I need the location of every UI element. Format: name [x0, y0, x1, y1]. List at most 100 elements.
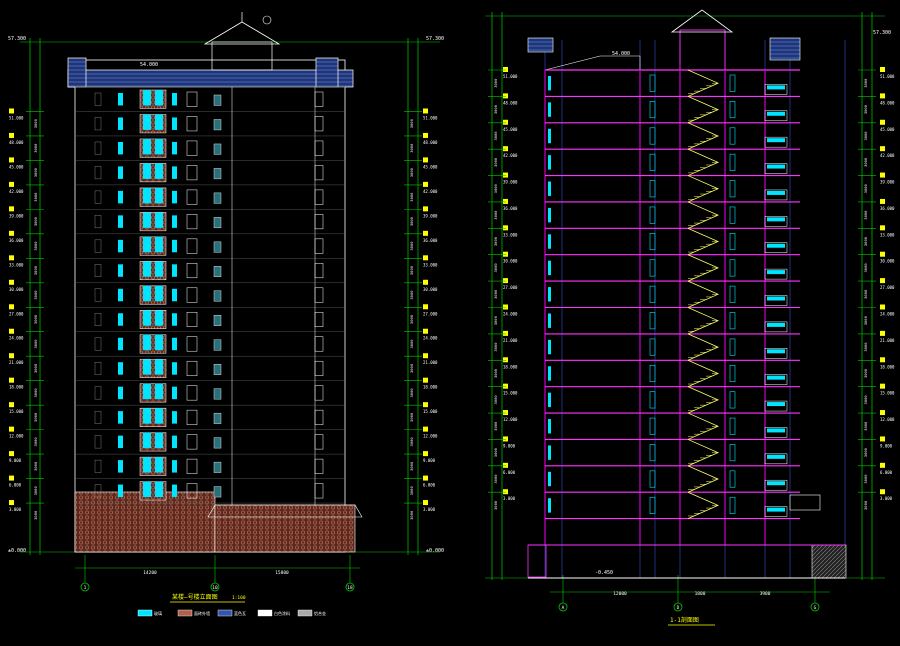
left-elev-tag-swatch-r	[423, 230, 428, 236]
left-floor-height-text: 3000	[33, 412, 38, 422]
right-penthouse-roof	[670, 9, 734, 33]
left-balcony-glass	[143, 261, 151, 277]
right-elev-tag-text-r: 24.000	[880, 312, 895, 317]
left-window-frame	[186, 140, 198, 156]
right-elev-tag-swatch-r	[880, 93, 885, 99]
left-balcony-glass	[143, 310, 151, 326]
right-elev-tag-text-r: 33.000	[880, 232, 895, 237]
right-floor-height-text-r: 3000	[863, 78, 868, 88]
left-podium-right	[214, 504, 356, 553]
right-elev-tag-text: 12.000	[503, 417, 518, 422]
left-balcony-glass	[155, 408, 163, 424]
left-floor-height-text: 3000	[33, 192, 38, 202]
left-window-frame	[186, 385, 198, 401]
right-elev-tag-swatch	[503, 410, 508, 416]
left-elev-tag-swatch	[9, 475, 14, 481]
right-elev-tag-text-r: 45.000	[880, 127, 895, 132]
right-elev-tag-text: 42.000	[503, 153, 518, 158]
left-balcony-glass	[155, 334, 163, 351]
right-axis-dim-2: 1800	[695, 591, 706, 597]
right-elev-tag-text-r: 30.000	[880, 259, 895, 264]
right-elev-tag-text: 33.000	[503, 232, 518, 237]
left-window-frame	[314, 165, 324, 181]
right-elev-tag-text-r: 3.000	[880, 496, 893, 501]
left-elev-tag-swatch	[9, 132, 14, 138]
right-elev-tag-text: 9.000	[503, 443, 516, 448]
left-window	[118, 484, 123, 498]
left-elev-tag-swatch-r	[423, 402, 428, 408]
right-balcony-rail	[764, 136, 788, 148]
left-elev-tag-swatch	[9, 353, 14, 359]
left-window-frame	[94, 92, 102, 106]
left-floor-height-text: 3000	[33, 167, 38, 177]
right-elev-tag-text-r: 42.000	[880, 153, 895, 158]
right-elev-tag-text-r: 51.000	[880, 74, 895, 79]
right-elev-tag-swatch-r	[880, 225, 885, 231]
left-balcony-glass	[143, 481, 151, 498]
right-door-cut	[729, 470, 736, 488]
right-elev-tag-swatch	[503, 383, 508, 389]
left-elev-tag-swatch-r	[423, 255, 428, 261]
left-elev-tag-text: 39.000	[9, 213, 24, 218]
left-elev-tag-text-r: 6.000	[423, 483, 436, 488]
left-elev-tag-swatch-r	[423, 475, 428, 481]
right-floor-height-text: 3000	[493, 210, 498, 220]
right-elev-tag-swatch-r	[880, 198, 885, 204]
left-elev-tag-text: 12.000	[9, 434, 24, 439]
left-window-frame	[213, 119, 222, 131]
right-door-cut	[729, 259, 736, 277]
right-balcony-rail	[764, 163, 788, 174]
right-building-body	[527, 9, 847, 579]
right-elev-tag-swatch-r	[880, 67, 885, 72]
right-door-cut	[729, 233, 736, 251]
left-window	[118, 215, 123, 228]
right-floor-height-text: 3000	[493, 447, 498, 457]
right-floor-height-text: 3000	[493, 104, 498, 114]
right-elev-tag-swatch	[503, 225, 508, 231]
left-elev-tag-text-r: 30.000	[423, 287, 438, 292]
left-balcony-glass	[155, 138, 163, 155]
right-ground-elevation-label: -0.450	[595, 570, 613, 576]
left-elev-tag-text-r: 9.000	[423, 458, 436, 463]
right-ground-hatch	[811, 544, 847, 579]
left-elev-tag-text: 21.000	[9, 360, 24, 365]
right-balcony-glass	[767, 111, 785, 116]
right-elev-tag-text: 51.000	[503, 74, 518, 79]
left-window	[118, 386, 123, 400]
right-balcony-glass	[767, 270, 785, 275]
right-elev-tag-text: 21.000	[503, 338, 518, 343]
right-axis-label-d: D	[677, 605, 680, 611]
left-window-frame	[94, 459, 102, 473]
left-window	[118, 411, 123, 424]
left-window	[172, 411, 177, 424]
right-elev-tag-swatch-r	[880, 410, 885, 416]
right-elev-tag-swatch-r	[880, 278, 885, 284]
right-elev-tag-swatch-r	[880, 251, 885, 257]
left-elev-tag-swatch-r	[423, 377, 428, 383]
right-balcony-glass	[767, 243, 785, 248]
left-window	[118, 117, 123, 130]
left-window-frame	[94, 264, 102, 277]
left-elev-tag-swatch	[9, 402, 14, 408]
left-elev-tag-swatch-r	[423, 328, 428, 334]
right-elev-tag-swatch-r	[880, 357, 885, 363]
right-axis-label-a: A	[562, 605, 565, 611]
right-floor-height-text-r: 3000	[863, 421, 868, 431]
right-floor-height-text-r: 3000	[863, 500, 868, 510]
right-elev-tag-swatch	[503, 278, 508, 284]
right-elev-tag-text-r: 48.000	[880, 100, 895, 105]
right-door-cut	[729, 206, 736, 224]
left-elev-tag-swatch	[9, 451, 14, 457]
left-window-frame	[314, 287, 324, 303]
left-window-frame	[213, 461, 222, 473]
left-roof-band	[67, 69, 354, 88]
right-elev-tag-swatch	[503, 304, 508, 310]
left-axis-dim-2: 15800	[275, 570, 289, 576]
left-balcony-glass	[143, 187, 151, 204]
right-balcony-rail	[764, 216, 788, 227]
left-main-outline	[74, 59, 346, 553]
